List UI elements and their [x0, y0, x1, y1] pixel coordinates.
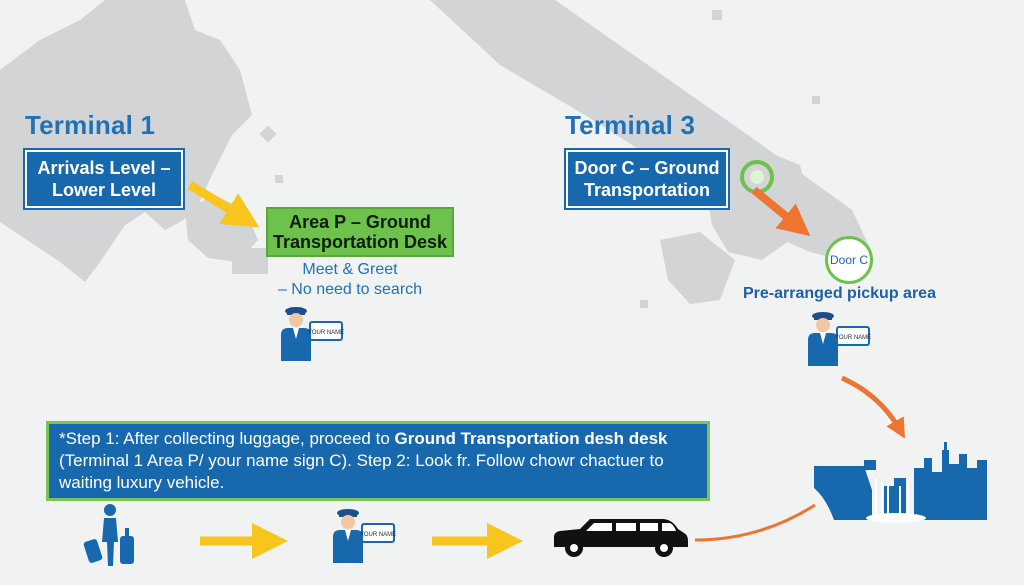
chauffeur-sign-text: YOUR NAME: [835, 335, 871, 341]
chauffeur-icon: YOUR NAME: [281, 307, 344, 361]
meet-text-line1: Meet & Greet: [302, 261, 398, 278]
traveler-with-luggage-icon: [83, 504, 134, 566]
door-to-pickup-arrow: [751, 186, 811, 237]
steps-line1-bold: Ground Transportation desh desk: [394, 429, 668, 448]
door-c-marker: Door C: [825, 236, 873, 284]
meet-text-line2: – No need to search: [277, 281, 423, 298]
city-skyline-icon: [814, 442, 987, 523]
door-c-ground-sign: Door C – Ground Transportation: [564, 148, 730, 210]
meet-and-greet-text: Meet & Greet – No need to search: [255, 260, 445, 300]
arrivals-level-sign: Arrivals Level – Lower Level: [23, 148, 185, 210]
chauffeur-sign-text: YOUR NAME: [308, 330, 344, 336]
limousine-icon: [554, 519, 688, 557]
steps-line1-plain: *Step 1: After collecting luggage, proce…: [59, 429, 395, 448]
pickup-area-label: Pre-arranged pickup area: [743, 285, 936, 302]
terminal3-tail-shape: [660, 232, 735, 304]
steps-instruction-box: *Step 1: After collecting luggage, proce…: [46, 421, 710, 501]
steps-line2: (Terminal 1 Area P/ your name sign C). S…: [59, 451, 664, 470]
map-dot-shape: [812, 96, 820, 104]
map-dot-shape: [275, 175, 283, 183]
pickup-to-city-arrow: [840, 375, 905, 439]
arrivals-sign-line2: Lower Level: [51, 180, 157, 200]
desk-sign-line2: Transportation Desk: [272, 232, 448, 252]
area-p-desk-sign: Area P – Ground Transportation Desk: [266, 207, 454, 257]
desk-sign-line1: Area P – Ground: [289, 212, 431, 232]
chauffeur-sign-text: YOUR NAME: [360, 532, 396, 538]
arrivals-sign-line1: Arrivals Level –: [37, 158, 171, 178]
map-dot-shape: [712, 10, 722, 20]
chauffeur-icon: YOUR NAME: [333, 509, 396, 563]
door-sign-line1: Door C – Ground: [574, 158, 720, 178]
steps-line3: waiting luxury vehicle.: [59, 473, 225, 492]
door-sign-line2: Transportation: [583, 180, 710, 200]
terminal1-block-shape: [232, 248, 268, 274]
vehicle-to-city-curve: [694, 503, 816, 542]
map-dot-shape: [640, 300, 648, 308]
terminal3-title: Terminal 3: [565, 110, 696, 140]
arrival-to-desk-arrow: [187, 181, 260, 228]
chauffeur-icon: YOUR NAME: [808, 312, 871, 366]
terminal1-title: Terminal 1: [25, 110, 156, 140]
